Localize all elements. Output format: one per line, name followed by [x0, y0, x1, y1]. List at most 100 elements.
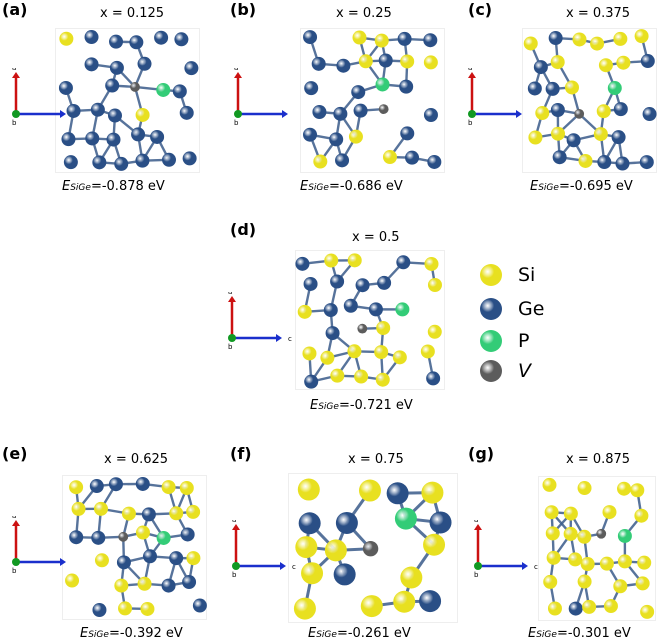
- si-atom: [293, 597, 316, 620]
- ge-atom: [90, 102, 105, 117]
- ge-atom: [298, 512, 321, 535]
- si-atom: [354, 369, 369, 384]
- energy-label: ESiGe=-0.721 eV: [310, 398, 413, 413]
- panel-label: (g): [468, 444, 495, 463]
- axis-b-label: b: [232, 571, 237, 579]
- ge-atom: [423, 33, 438, 48]
- ge-atom: [335, 153, 350, 168]
- ge-atom: [106, 132, 121, 147]
- si-atom: [358, 54, 373, 69]
- ge-atom: [150, 129, 165, 144]
- ge-atom: [89, 479, 104, 494]
- crystal-structure: [522, 28, 657, 173]
- axis-c-label: c: [292, 563, 296, 571]
- ge-atom: [378, 53, 393, 68]
- si-atom: [65, 573, 80, 588]
- axis-b-label: b: [468, 119, 473, 127]
- si-atom: [161, 480, 176, 495]
- axis-b-dot: [232, 562, 240, 570]
- ge-atom: [137, 56, 152, 71]
- si-atom: [313, 154, 328, 169]
- vacancy-icon: [480, 360, 502, 382]
- ge-atom: [174, 32, 189, 47]
- si-atom: [577, 529, 592, 544]
- si-atom: [424, 256, 439, 271]
- ge-atom: [63, 155, 78, 170]
- legend-label: Ge: [518, 298, 545, 320]
- si-atom: [568, 552, 583, 567]
- si-atom: [118, 601, 133, 616]
- ge-atom: [182, 575, 197, 590]
- structure-frame: [300, 28, 445, 173]
- si-atom: [550, 55, 565, 70]
- axis-a-arrow: [228, 296, 236, 338]
- vacancy-atom: [362, 541, 379, 557]
- axis-c-arrow: [232, 334, 282, 342]
- axis-b-dot: [228, 334, 236, 342]
- ge-atom: [330, 274, 345, 289]
- ge-atom: [419, 590, 442, 613]
- x-value: x = 0.375: [566, 6, 631, 21]
- si-atom: [572, 32, 587, 47]
- ge-atom: [396, 255, 411, 270]
- si-atom: [302, 346, 317, 361]
- si-atom: [358, 479, 381, 502]
- ge-atom: [343, 298, 358, 313]
- ge-atom: [180, 527, 195, 542]
- si-atom: [347, 253, 362, 268]
- energy-label: ESiGe=-0.301 eV: [528, 626, 631, 641]
- ge-atom: [427, 154, 442, 169]
- si-atom: [545, 526, 560, 541]
- ge-atom: [640, 54, 655, 69]
- axes-triad: acb: [234, 68, 288, 127]
- si-atom: [375, 372, 390, 387]
- axes-triad: acb: [12, 68, 66, 127]
- axis-c-arrow: [236, 562, 286, 570]
- si-atom: [535, 106, 550, 121]
- si-atom: [423, 533, 446, 556]
- si-atom: [616, 55, 631, 70]
- axis-c-label: c: [534, 563, 538, 571]
- energy-label: ESiGe=-0.392 eV: [80, 626, 183, 641]
- panel-label: (b): [230, 0, 257, 19]
- axis-a-arrow: [232, 524, 240, 566]
- axis-a-label: a: [228, 292, 232, 296]
- si-atom: [347, 344, 362, 359]
- si-atom: [382, 150, 397, 165]
- ge-atom: [105, 78, 120, 93]
- si-atom: [578, 153, 593, 168]
- crystal-structure: [55, 28, 200, 173]
- ge-atom: [615, 156, 630, 171]
- si-atom: [593, 127, 608, 142]
- axis-c-arrow: [16, 110, 66, 118]
- ge-atom: [353, 103, 368, 118]
- ge-atom: [545, 81, 560, 96]
- panel-label: (d): [230, 220, 257, 239]
- ge-atom: [295, 256, 310, 271]
- ge-atom: [109, 34, 124, 49]
- ge-atom: [192, 598, 207, 613]
- panel-label: (f): [230, 444, 252, 463]
- axes-triad: acb: [468, 68, 522, 127]
- axis-b-dot: [474, 562, 482, 570]
- ge-atom: [69, 530, 84, 545]
- ge-atom: [335, 511, 358, 534]
- si-atom: [421, 481, 444, 504]
- si-atom: [596, 104, 611, 119]
- x-value: x = 0.625: [104, 452, 169, 467]
- si-atom: [613, 579, 628, 594]
- axes-triad: acb: [474, 520, 538, 579]
- si-atom: [135, 525, 150, 540]
- ge-atom: [355, 278, 370, 293]
- si-atom: [330, 368, 345, 383]
- ge-atom: [85, 131, 100, 146]
- ge-atom: [533, 60, 548, 75]
- structure-frame: [295, 250, 445, 390]
- si-atom: [427, 324, 442, 339]
- si-atom: [637, 555, 652, 570]
- ge-atom: [426, 371, 441, 386]
- si-atom: [297, 478, 320, 501]
- ge-atom: [377, 275, 392, 290]
- si-atom: [423, 55, 438, 70]
- ge-atom: [109, 60, 124, 75]
